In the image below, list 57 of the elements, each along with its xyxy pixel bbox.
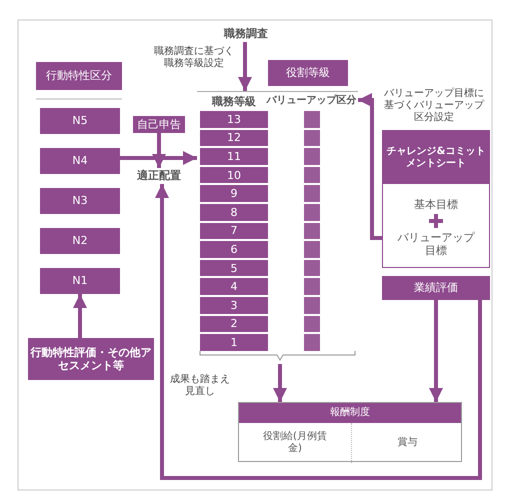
cell-text: 役割給(月例賃金) <box>263 431 327 455</box>
value-up-bar <box>304 148 320 165</box>
process-box: 4 <box>200 278 268 295</box>
goal-label: バリューアップ目標 <box>396 231 476 258</box>
value-up-bar <box>304 316 320 332</box>
goal-label: 基本目標 <box>413 198 459 212</box>
process-box: 業績評価 <box>382 276 490 300</box>
arrow <box>155 184 482 480</box>
value-up-bar <box>304 241 320 258</box>
value-up-bar <box>304 334 320 351</box>
value-up-bar <box>304 130 320 146</box>
value-up-bar <box>304 166 320 184</box>
arrow <box>429 300 443 402</box>
value-up-bar <box>304 111 320 128</box>
arrow <box>358 93 382 240</box>
pay-table <box>238 402 462 462</box>
column-header: バリューアップ区分 <box>265 95 358 107</box>
table-header: 報酬制度 <box>239 403 461 423</box>
process-box: N4 <box>40 148 120 174</box>
cell-text: 賞与 <box>396 437 418 449</box>
sheet-header: チャレンジ&コミットメントシート <box>383 131 489 184</box>
process-box: 13 <box>200 111 268 128</box>
value-up-bar <box>304 204 320 221</box>
arrow <box>73 294 87 338</box>
process-box: 12 <box>200 130 268 146</box>
arrow <box>152 133 166 168</box>
value-up-bar <box>304 260 320 276</box>
node-title: 職務調査 <box>224 27 268 41</box>
value-up-bar <box>304 297 320 314</box>
process-box: 役割等級 <box>268 60 348 86</box>
arrow <box>238 42 252 91</box>
value-up-bar <box>304 185 320 202</box>
process-box: 8 <box>200 204 268 221</box>
process-box: 11 <box>200 148 268 165</box>
value-up-bar <box>304 222 320 240</box>
arrow <box>273 364 287 402</box>
column-header: 職務等級 <box>210 95 257 108</box>
process-box: 10 <box>200 166 268 184</box>
edge-label: 成果も踏まえ見直し <box>168 374 232 398</box>
process-box: 5 <box>200 260 268 276</box>
value-up-bar <box>304 278 320 295</box>
process-box: 1 <box>200 334 268 351</box>
process-box: 9 <box>200 185 268 202</box>
arrow <box>120 151 197 165</box>
process-box: N1 <box>40 268 120 294</box>
node-label: 適正配置 <box>137 169 181 183</box>
process-box: N2 <box>40 228 120 254</box>
sheet-box <box>382 130 490 268</box>
process-box: 6 <box>200 241 268 258</box>
process-box: 行動特性区分 <box>36 62 122 90</box>
process-box: 自己申告 <box>133 116 185 133</box>
process-box: 2 <box>200 316 268 332</box>
process-box: 行動特性評価・その他アセスメント等 <box>28 338 154 380</box>
process-box: 7 <box>200 222 268 240</box>
process-box: 3 <box>200 297 268 314</box>
process-box: N3 <box>40 188 120 214</box>
process-box: N5 <box>40 108 120 134</box>
